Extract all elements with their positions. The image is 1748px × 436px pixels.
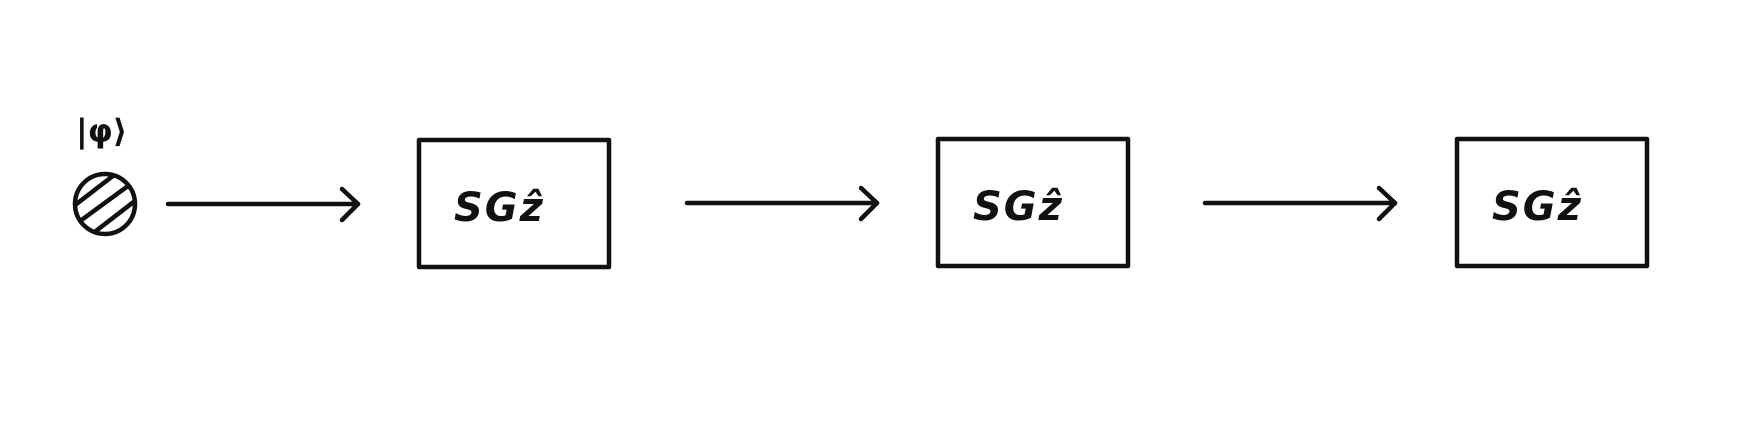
arrow-box-1-to-box-2 [684, 185, 880, 222]
hatched-circle-qubit-icon [72, 171, 138, 237]
arrow-input-to-box-1 [165, 186, 361, 223]
stern-gerlach-box-2: SGẑ [935, 136, 1131, 269]
box-1-label: SGẑ [454, 185, 545, 231]
arrow-box-2-to-box-3 [1202, 185, 1398, 222]
box-2-label: SGẑ [973, 184, 1064, 230]
stern-gerlach-box-1: SGẑ [416, 137, 612, 270]
input-state-label: |φ⟩ [76, 112, 127, 151]
stern-gerlach-box-3: SGẑ [1454, 136, 1650, 269]
box-3-label: SGẑ [1492, 184, 1583, 230]
